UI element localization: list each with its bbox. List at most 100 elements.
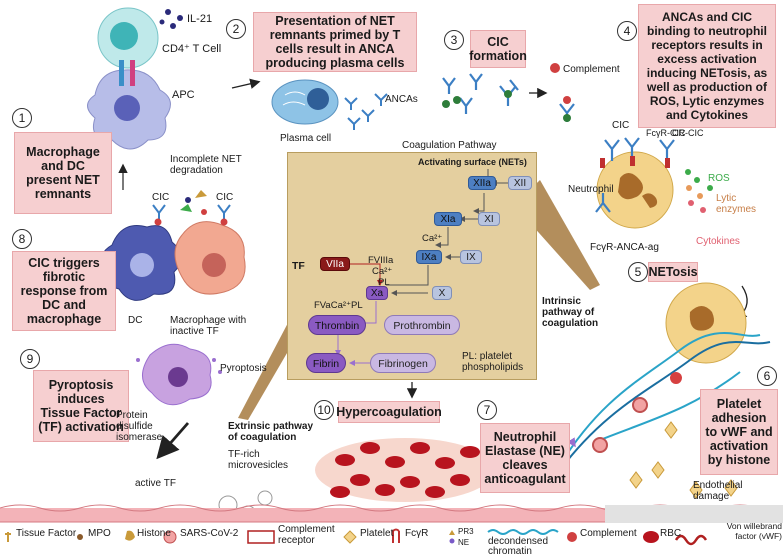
label-plasma-cell: Plasma cell [280,133,332,144]
cic-on-cells [152,204,231,226]
step-box-5: NETosis [648,262,698,282]
label-cic-dc: CIC [152,192,170,203]
step-number-5: 5 [628,262,648,282]
label-cytokines: Cytokines [696,236,740,247]
legend-tissue-factor: Tissue Factor [16,528,77,539]
cascade-pl-note: PL: platelet phospholipids [462,351,524,373]
factor-IX: IX [460,250,482,264]
label-cd4-t-cell: CD4⁺ T Cell [162,43,222,55]
step-number-7: 7 [477,400,497,420]
step-number-9: 9 [20,349,40,369]
step-box-4: ANCAs and CIC binding to neutrophil rece… [638,4,776,128]
label-extrinsic: Extrinsic pathway of coagulation [228,421,314,443]
step-number-10: 10 [314,400,334,420]
complement-dot [550,63,560,73]
label-lytic: Lytic enzymes [716,193,757,215]
legend-complement-receptor: Complement receptor [278,524,335,546]
pyroptosis-cell [136,343,222,406]
factor-thrombin: Thrombin [308,315,366,335]
factor-fibrin: Fibrin [306,353,346,373]
cascade-surface: Activating surface (NETs) [418,157,527,167]
step-number-8: 8 [12,229,32,249]
step-box-2: Presentation of NET remnants primed by T… [253,12,417,72]
step-box-8: CIC triggers fibrotic response from DC a… [12,251,116,331]
label-intrinsic: Intrinsic pathway of coagulation [542,296,599,329]
endothelium [0,504,783,523]
label-macrophage-tf: Macrophage with inactive TF [170,315,247,337]
factor-IXa: IXa [416,250,442,264]
neutrophil-receptors [595,137,675,213]
dendritic-cell [101,225,182,301]
cascade-title: Coagulation Pathway [402,140,497,151]
label-endothelial: Endothelial damage [693,480,743,502]
legend-mpo: MPO [88,528,111,539]
complement-cic [559,96,575,122]
legend-ne: NE [458,538,470,547]
net-debris [180,190,207,215]
cascade-fviiia: FVIIIa [368,255,394,266]
label-active-tf: active TF [135,478,176,489]
legend-vwf: Von willebrand factor (vWF) [726,521,782,541]
label-il21: IL-21 [187,13,213,25]
macrophage-cell [174,221,246,295]
label-pyroptosis: Pyroptosis [220,363,267,374]
step-box-6: Platelet adhesion to vWF and activation … [700,389,778,475]
factor-prothrombin: Prothrombin [384,315,460,335]
label-fcgr-cic: FcγR-CIC [646,128,686,138]
apc-cell [87,60,171,150]
label-neutrophil: Neutrophil [568,184,614,195]
legend-rbc: RBC [660,528,682,539]
label-cr-cic: CR-CIC [672,128,704,138]
legend-sars: SARS-CoV-2 [180,528,239,539]
anca-antibodies [344,93,388,130]
label-ancas: ANCAs [385,94,418,105]
label-cic-neutrophil: CIC [612,120,630,131]
cascade-ca-1: Ca²⁺ [422,233,443,244]
legend-complement: Complement [580,528,637,539]
legend-platelet: Platelet [360,528,394,539]
label-apc: APC [172,89,195,101]
step-box-1: Macrophage and DC present NET remnants [14,132,112,214]
cascade-tf: TF [292,260,305,272]
factor-fibrinogen: Fibrinogen [370,353,436,373]
ros-lytic-dots [685,169,713,213]
factor-XII: XII [508,176,532,190]
cascade-pl: PL [378,277,390,288]
factor-Xa: Xa [366,286,388,300]
cic-formation [442,73,519,114]
cascade-ca-2: Ca²⁺ [372,266,393,277]
label-ros: ROS [708,173,730,184]
step-number-6: 6 [757,366,777,386]
cd4-t-cell [97,7,159,69]
label-complement: Complement [563,64,620,75]
legend-histone: Histone [137,528,171,539]
label-fcgr-anca: FcγR-ANCA-ag [590,242,659,253]
neutrophil-cell [596,151,674,229]
factor-XIIa: XIIa [468,176,496,190]
step-box-10: Hypercoagulation [336,401,442,423]
cascade-fva: FVaCa²⁺PL [314,300,363,311]
coagulation-cascade-box: Activating surface (NETs) XIIa XII XIa X… [287,152,537,380]
label-incomplete-net: Incomplete NET degradation [170,154,242,176]
step-box-7: Neutrophil Elastase (NE) cleaves anticoa… [480,423,570,493]
il21-dots [159,9,183,29]
step-number-4: 4 [617,21,637,41]
label-cic-macrophage: CIC [216,192,234,203]
factor-XI: XI [478,212,500,226]
legend-pr3: PR3 [458,527,474,536]
plasma-cell [271,79,339,125]
factor-X: X [432,286,452,300]
step-number-1: 1 [12,108,32,128]
step-box-3: CIC formation [469,30,527,68]
legend-icons [5,528,708,546]
step-number-2: 2 [226,19,246,39]
label-dc: DC [128,315,143,326]
factor-XIa: XIa [434,212,462,226]
net-chromatin [559,332,771,471]
step-box-9: Pyroptosis induces Tissue Factor (TF) ac… [33,370,129,442]
legend-chromatin: decondensed chromatin [488,536,549,557]
legend-fcgr: FcγR [405,528,429,539]
clot [315,438,495,502]
step-number-3: 3 [444,30,464,50]
